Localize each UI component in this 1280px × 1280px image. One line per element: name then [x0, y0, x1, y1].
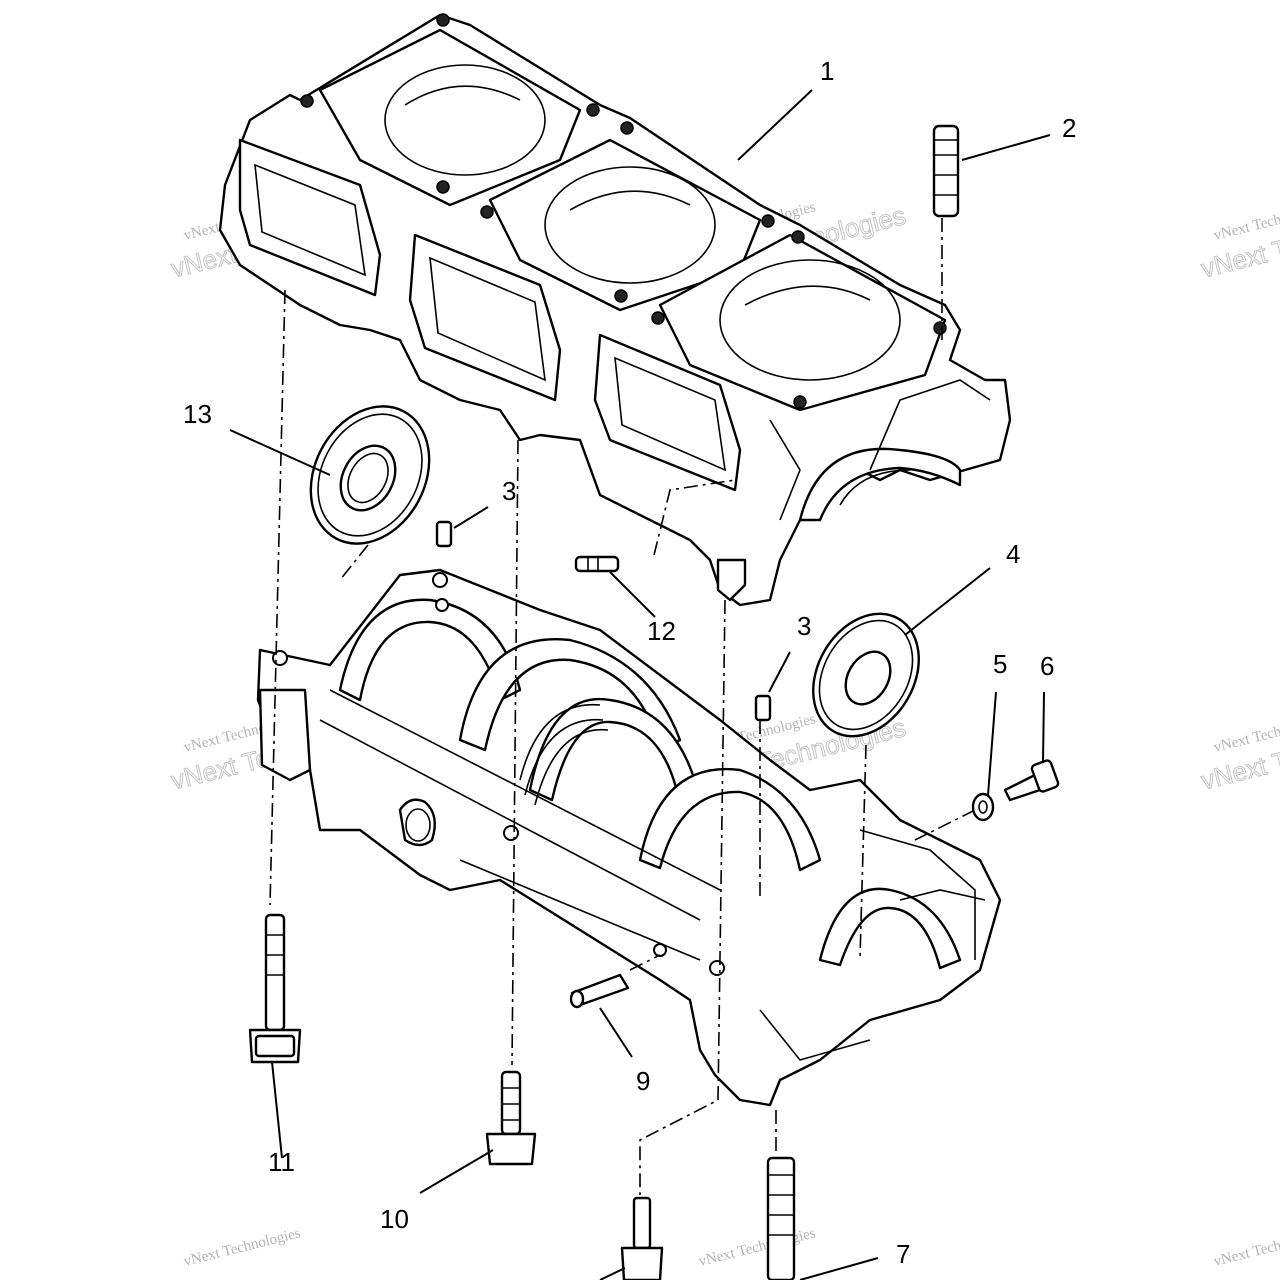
pin-part-12	[574, 555, 620, 573]
callout-7: 7	[896, 1239, 910, 1269]
callout-10: 10	[380, 1204, 409, 1234]
seal-part-4	[812, 612, 920, 738]
stud-part-2	[932, 124, 960, 218]
watermark-text: vNext Technologies	[182, 1225, 302, 1270]
assembly-centerlines	[269, 200, 976, 1195]
callout-4: 4	[1006, 539, 1020, 569]
callout-9: 9	[636, 1066, 650, 1096]
pin-part-9	[569, 973, 630, 1009]
bolt-part-10	[485, 1070, 537, 1166]
callout-5: 5	[993, 649, 1007, 679]
leader-lines	[229, 89, 1051, 1280]
callout-6: 6	[1040, 651, 1054, 681]
watermark-text: vNext Technologies	[697, 1225, 817, 1270]
callout-3-upper: 3	[502, 476, 516, 506]
lower-crankcase	[256, 568, 1002, 1107]
watermark-outline: vNext Technologies	[1198, 200, 1280, 284]
washer-part-5	[971, 792, 995, 822]
watermark-outline: vNext Technologies	[1198, 712, 1280, 796]
bolt-bottom-center	[620, 1196, 664, 1280]
callout-3-lower: 3	[797, 611, 811, 641]
watermark-text: vNext Technologies	[1212, 1225, 1280, 1270]
callout-11: 11	[268, 1147, 295, 1177]
bolt-part-6	[1003, 759, 1060, 802]
callout-2: 2	[1062, 113, 1076, 143]
dowel-pin-part-3	[435, 520, 772, 722]
callout-12: 12	[647, 616, 676, 646]
bolt-part-11	[248, 913, 302, 1064]
bolt-part-7	[766, 1156, 796, 1280]
upper-crankcase	[218, 13, 1012, 607]
callout-13: 13	[183, 399, 212, 429]
callout-1: 1	[820, 56, 834, 86]
callout-labels: 1 2 3 3 4 5 6 7 9 10 11 12 13	[183, 56, 1076, 1269]
seal-part-13	[309, 405, 431, 545]
